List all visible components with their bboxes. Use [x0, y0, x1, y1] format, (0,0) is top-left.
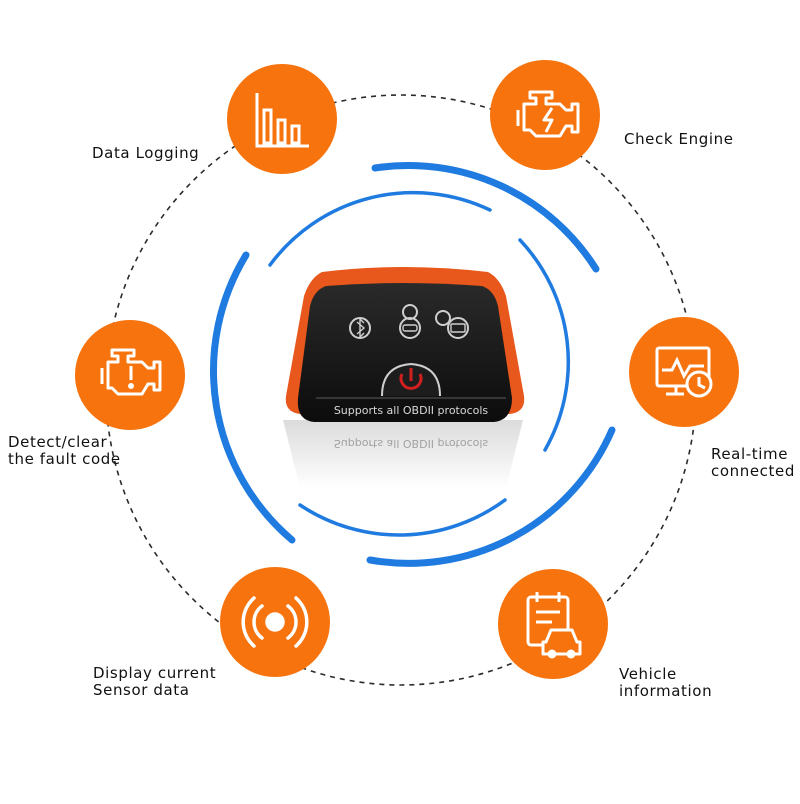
engine-fault-icon [100, 348, 162, 396]
car-clipboard-icon [526, 592, 582, 659]
feature-data-logging [227, 64, 337, 174]
sensor-icon [241, 596, 309, 648]
outer-arc-left [210, 251, 296, 544]
bluetooth-icon [349, 317, 371, 339]
power-icon [381, 362, 441, 397]
device-reflection: Supports all OBDII protocols [283, 420, 523, 506]
label-real-time: Real-time connected [711, 445, 795, 480]
label-sensor-data: Display current Sensor data [93, 664, 217, 699]
label-vehicle-info: Vehicle information [619, 665, 713, 700]
battery-icon [435, 310, 469, 339]
monitor-clock-icon [655, 346, 713, 398]
obd-device: Supports all OBDII protocols [285, 267, 525, 422]
label-detect-clear: Detect/clear the fault code [8, 433, 121, 468]
inner-arc-right [518, 238, 570, 452]
feature-real-time [629, 317, 739, 427]
feature-vehicle-info [498, 569, 608, 679]
outer-arc-bottom [366, 426, 616, 567]
bar-chart-icon [255, 93, 309, 148]
label-check-engine: Check Engine [624, 130, 734, 148]
inner-arc-top [268, 190, 492, 267]
device-caption: Supports all OBDII protocols [334, 404, 489, 417]
car-icon [399, 304, 421, 339]
feature-sensor-data [220, 567, 330, 677]
reflection-caption: Supports all OBDII protocols [334, 437, 489, 450]
label-data-logging: Data Logging [92, 144, 200, 162]
device-black-face [297, 283, 512, 422]
feature-detect-clear [75, 320, 185, 430]
feature-check-engine [490, 60, 600, 170]
inner-arc-bottom [298, 498, 507, 537]
blue-arcs [210, 162, 616, 567]
engine-warning-icon [516, 90, 580, 138]
outer-arc-top [371, 162, 600, 273]
